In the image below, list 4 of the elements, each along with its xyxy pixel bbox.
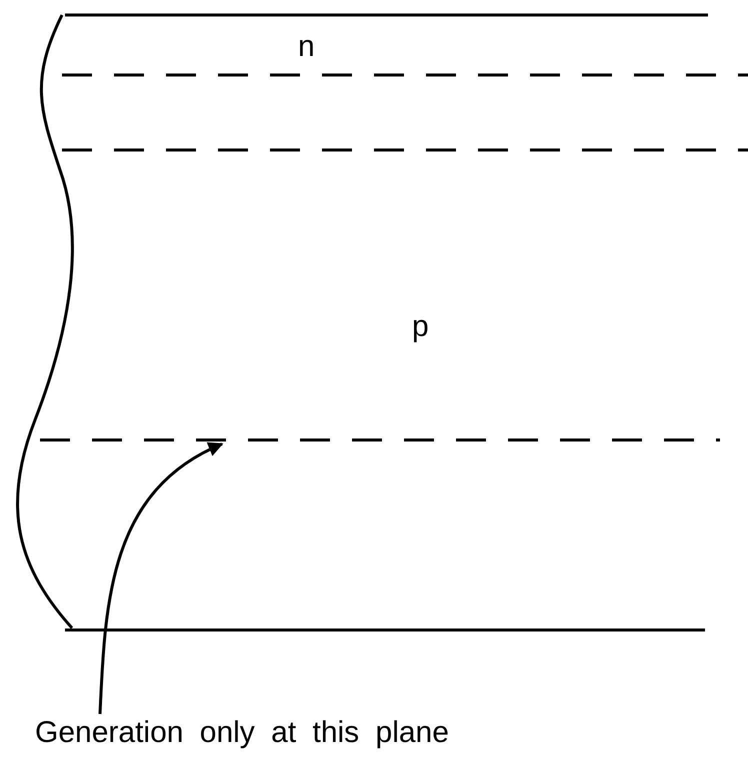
leader-line xyxy=(98,442,224,714)
region-label: n xyxy=(298,32,315,62)
caption-text: Generation only at this plane xyxy=(35,718,449,748)
region-label: p xyxy=(412,312,429,342)
